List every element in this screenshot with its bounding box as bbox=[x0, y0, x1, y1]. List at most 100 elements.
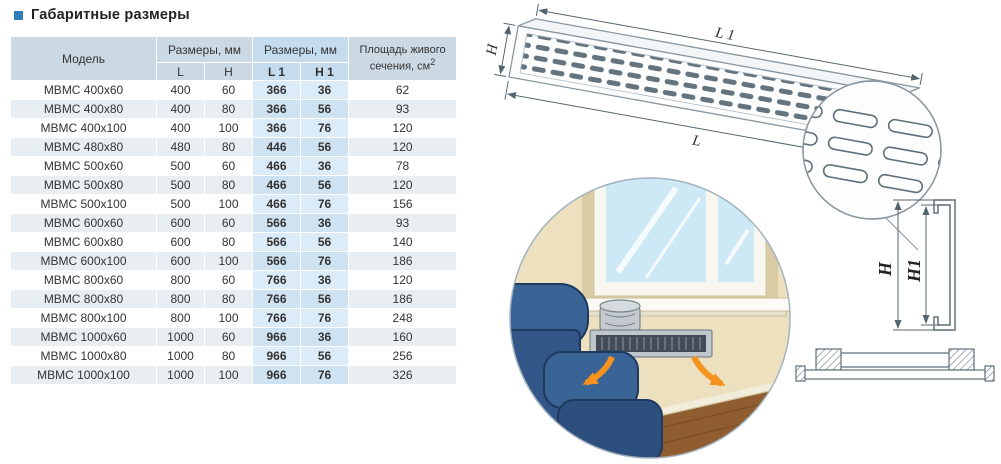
cell-l1: 566 bbox=[252, 232, 302, 252]
cell-h1: 56 bbox=[300, 289, 350, 309]
side-profile-drawing: H H1 bbox=[875, 199, 956, 331]
cell-model: МВМС 1000х80 bbox=[10, 346, 157, 366]
cell-model: МВМС 600х80 bbox=[10, 232, 157, 252]
window-mullion bbox=[706, 178, 718, 282]
cell-area: 160 bbox=[348, 327, 458, 347]
windowsill-edge bbox=[559, 310, 787, 317]
cell-model: МВМС 400х60 bbox=[10, 80, 157, 100]
cell-h1: 56 bbox=[300, 346, 350, 366]
col-header-dimensions-cutout: Размеры, мм bbox=[252, 36, 350, 63]
cell-h: 100 bbox=[203, 194, 254, 214]
cell-model: МВМС 1000х100 bbox=[10, 365, 157, 385]
col-header-h1: H 1 bbox=[300, 62, 350, 81]
airflow-arrows bbox=[582, 355, 726, 387]
cell-l1: 766 bbox=[252, 289, 302, 309]
dim-label-h-profile: H bbox=[875, 261, 895, 277]
window-glass-right bbox=[718, 178, 754, 282]
cell-model: МВМС 500х80 bbox=[10, 175, 157, 195]
cell-l: 500 bbox=[156, 175, 205, 195]
cell-h: 60 bbox=[203, 270, 254, 290]
airflow-arrow-right bbox=[691, 355, 726, 387]
installation-illustration bbox=[509, 177, 791, 459]
cell-l1: 466 bbox=[252, 175, 302, 195]
cell-h: 80 bbox=[203, 175, 254, 195]
cell-model: МВМС 800х60 bbox=[10, 270, 157, 290]
dim-label-h1-profile: H1 bbox=[904, 259, 924, 283]
cell-h1: 76 bbox=[300, 194, 350, 214]
windowsill bbox=[555, 297, 790, 312]
page-title: Габаритные размеры bbox=[31, 7, 190, 23]
cell-l1: 466 bbox=[252, 156, 302, 176]
duct-elbow bbox=[599, 299, 641, 333]
glass-streaks bbox=[615, 186, 750, 279]
perspective-grille-drawing: L 1 L H bbox=[484, 3, 923, 169]
col-header-area: Площадь живого сечения, см2 bbox=[348, 36, 458, 81]
cell-l1: 446 bbox=[252, 137, 302, 157]
dimensions-table: Модель Размеры, мм Размеры, мм Площадь ж… bbox=[10, 36, 458, 385]
cell-l: 1000 bbox=[156, 365, 205, 385]
cell-h1: 76 bbox=[300, 308, 350, 328]
cell-h1: 36 bbox=[300, 213, 350, 233]
col-header-l1: L 1 bbox=[252, 62, 302, 81]
cell-h1: 36 bbox=[300, 156, 350, 176]
dim-label-l: L bbox=[690, 132, 702, 149]
airflow-arrow-left bbox=[582, 355, 615, 386]
cell-area: 120 bbox=[348, 175, 458, 195]
cell-model: МВМС 500х60 bbox=[10, 156, 157, 176]
section-title-row: Габаритные размеры bbox=[14, 7, 190, 23]
cell-h: 60 bbox=[203, 213, 254, 233]
cell-area: 326 bbox=[348, 365, 458, 385]
cell-area: 93 bbox=[348, 213, 458, 233]
cell-area: 248 bbox=[348, 308, 458, 328]
col-header-model: Модель bbox=[10, 36, 157, 81]
cell-model: МВМС 800х100 bbox=[10, 308, 157, 328]
cell-area: 62 bbox=[348, 80, 458, 100]
cell-l1: 766 bbox=[252, 308, 302, 328]
cell-area: 256 bbox=[348, 346, 458, 366]
cell-area: 140 bbox=[348, 232, 458, 252]
cell-l1: 366 bbox=[252, 99, 302, 119]
grille-slats bbox=[601, 337, 701, 350]
cell-h: 100 bbox=[203, 251, 254, 271]
cell-model: МВМС 1000х60 bbox=[10, 327, 157, 347]
cell-area: 156 bbox=[348, 194, 458, 214]
cell-h: 80 bbox=[203, 346, 254, 366]
cell-h1: 56 bbox=[300, 137, 350, 157]
cell-l: 600 bbox=[156, 232, 205, 252]
cell-h1: 36 bbox=[300, 327, 350, 347]
cell-l: 800 bbox=[156, 289, 205, 309]
col-header-l: L bbox=[156, 62, 205, 81]
cell-l: 400 bbox=[156, 80, 205, 100]
cell-area: 78 bbox=[348, 156, 458, 176]
cell-h: 100 bbox=[203, 365, 254, 385]
area-header-text: Площадь живого сечения, см bbox=[359, 43, 446, 73]
cell-h1: 76 bbox=[300, 118, 350, 138]
cell-h: 80 bbox=[203, 137, 254, 157]
cell-model: МВМС 600х60 bbox=[10, 213, 157, 233]
cell-h: 60 bbox=[203, 327, 254, 347]
cell-h1: 76 bbox=[300, 365, 350, 385]
detail-circle bbox=[802, 80, 942, 251]
cell-area: 120 bbox=[348, 137, 458, 157]
cross-section-drawing bbox=[795, 348, 995, 382]
cell-area: 120 bbox=[348, 270, 458, 290]
dim-label-l1: L 1 bbox=[713, 25, 736, 44]
area-header-sup: 2 bbox=[430, 57, 436, 68]
cell-model: МВМС 480х80 bbox=[10, 137, 157, 157]
title-bullet-icon bbox=[14, 10, 23, 20]
cell-h: 60 bbox=[203, 156, 254, 176]
col-header-dimensions: Размеры, мм bbox=[155, 36, 254, 63]
dim-label-h-perspective: H bbox=[484, 42, 502, 58]
